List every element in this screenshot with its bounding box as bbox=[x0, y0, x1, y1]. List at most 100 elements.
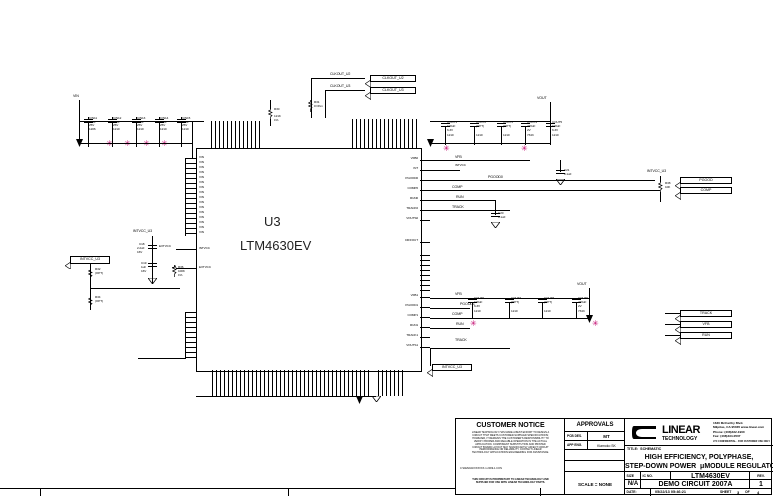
net-flag-intvcc-bottom[interactable]: INTVCC_U3 bbox=[426, 363, 472, 378]
cap-rating-cin15: 25V bbox=[182, 123, 188, 127]
net-flag-label: COMP bbox=[700, 187, 712, 192]
res-ref-r36: R36 bbox=[178, 265, 184, 269]
net-flag-track[interactable]: TRACK bbox=[674, 309, 732, 324]
cap-value-cout9: 470uF bbox=[578, 300, 587, 304]
cap-pkg-cout8: 1210 bbox=[544, 308, 551, 313]
wire-vin-down bbox=[192, 121, 193, 159]
ic-ref-designator: U3 bbox=[264, 214, 281, 229]
cap-pkg-cout7: 1210 bbox=[511, 308, 518, 313]
customer-notice-body: LINEAR TECHNOLOGY HAS MADE A BEST EFFORT… bbox=[471, 431, 550, 455]
res-ref-r32: R32 bbox=[95, 267, 101, 271]
wire-vout-top-gnd bbox=[430, 143, 550, 144]
net-flag-clkout-u2[interactable]: CLKOUT_U2 bbox=[364, 74, 416, 89]
net-flag-intvcc-left[interactable]: INTVCC_U3 bbox=[64, 256, 110, 270]
cap-value-cout8: (OPT) bbox=[544, 300, 552, 304]
wire-label-clkout-u3: CLKOUT_U3 bbox=[330, 84, 351, 88]
cap-ref-cout4: COUT4 bbox=[527, 120, 537, 124]
cap-pkg-cin15: 1210 bbox=[182, 126, 189, 131]
sheet-border-tick-3 bbox=[540, 488, 541, 496]
wire-label-clkout-u2: CLKOUT_U2 bbox=[330, 72, 351, 76]
pin-extvcc bbox=[176, 268, 196, 269]
wire-r30-top bbox=[270, 100, 271, 109]
net-flag-label: RUN bbox=[702, 332, 710, 337]
wire-run-ch1 bbox=[430, 328, 470, 329]
cap-value-c18: 2.2uF bbox=[137, 246, 145, 250]
cap-ref-c20: C20 bbox=[498, 211, 504, 215]
approvals-row0-value-cell: MT bbox=[588, 432, 625, 441]
wire-r30-bot bbox=[270, 119, 271, 126]
wire-vin-vertical bbox=[79, 100, 80, 144]
cap-ref-cin12: CIN12 bbox=[113, 116, 122, 120]
net-flag-label: VFB bbox=[702, 321, 710, 326]
net-flag-clkout-u3[interactable]: CLKOUT_U3 bbox=[364, 86, 416, 101]
wire-vin-bus bbox=[79, 121, 204, 122]
rev-value-cell: 1 bbox=[750, 480, 772, 489]
approvals-heading-cell: APPROVALS bbox=[565, 419, 625, 432]
wire-vout-bot-bus bbox=[460, 298, 589, 299]
cap-value-cin12: 22uF bbox=[113, 119, 120, 124]
wire-left-lower-rail bbox=[185, 312, 186, 358]
sheet-label: SHEET bbox=[720, 489, 732, 494]
size-label: SIZE bbox=[626, 473, 635, 478]
res-value-r34: (OPT) bbox=[95, 299, 103, 303]
cap-ref-cin13: CIN13 bbox=[137, 116, 146, 120]
pin-label-extvcc: EXTVCC bbox=[199, 265, 211, 269]
icno-label-cell: IC NO. bbox=[641, 472, 671, 480]
company-confidential: LTC CONFIDENTIAL - FOR CUSTOMER USE ONLY bbox=[713, 440, 771, 443]
cap-pkg-cin12: 1210 bbox=[113, 126, 120, 131]
sheet-border-tick-2 bbox=[288, 488, 289, 496]
company-name: LINEAR bbox=[662, 424, 700, 436]
resistor-r36 bbox=[172, 265, 177, 277]
cap-ref-cout7: COUT7 bbox=[511, 296, 521, 300]
net-flag-label: TRACK bbox=[699, 310, 713, 315]
wire-clk-vert2 bbox=[325, 90, 326, 118]
title-line-1: HIGH EFFICIENCY, POLYPHASE, bbox=[644, 454, 754, 461]
net-flag-label: PGOOD bbox=[699, 177, 713, 182]
rev-label: REV. bbox=[757, 473, 765, 478]
net-flag-pgood[interactable]: PGOOD bbox=[674, 176, 732, 191]
wire-left-lower-gnd bbox=[138, 358, 186, 359]
cap-rating-cin14: 25V bbox=[160, 123, 166, 127]
wire-track-ch1 bbox=[430, 348, 510, 349]
resistor-r38 bbox=[658, 181, 663, 193]
cap-rating-c19: 16V bbox=[141, 269, 147, 273]
sheet-value: 3 bbox=[737, 489, 740, 495]
net-flag-comp[interactable]: COMP bbox=[674, 186, 732, 201]
cap-ref-c21: C21 bbox=[564, 168, 570, 172]
net-flag-vfb[interactable]: VFB bbox=[674, 320, 732, 335]
wire-track-flag bbox=[665, 313, 685, 314]
customer-notice-footer: THIS CIRCUIT IS PROPRIETARY TO LINEAR TE… bbox=[472, 478, 549, 484]
gnd-symbol-bottom-2 bbox=[372, 396, 381, 402]
wire-gnd-input bbox=[79, 143, 192, 144]
cap-pkg-cin13: 1210 bbox=[137, 126, 144, 131]
cap-rating-cin13: 25V bbox=[137, 123, 143, 127]
approvals-row0-label: PCB DES. bbox=[567, 434, 583, 438]
sheet-border-bottom bbox=[0, 488, 455, 489]
resistor-r30 bbox=[268, 108, 273, 120]
ic-part-number: LTM4630EV bbox=[240, 238, 312, 253]
rev-label-cell: REV. bbox=[750, 472, 772, 480]
wire-clk-vert bbox=[311, 78, 312, 118]
cap-ref-cin11: CIN11 bbox=[89, 116, 98, 120]
cap-ref-cin14: CIN14 bbox=[160, 116, 169, 120]
size-value: N/A bbox=[627, 481, 639, 487]
part-number: LTM4630EV bbox=[691, 472, 730, 480]
gnd-symbol-c21 bbox=[556, 179, 565, 185]
res-ref-r34: R34 bbox=[95, 295, 101, 299]
wire-label-pgood-ch0: PGOOD0 bbox=[488, 175, 503, 179]
approvals-row1-value-cell: Kiamoko SK bbox=[588, 441, 625, 450]
gnd-arrow-vout-bot bbox=[586, 315, 593, 323]
cap-value-cout5: 100uF bbox=[552, 124, 561, 128]
res-value-r30: 121K bbox=[274, 114, 281, 118]
cap-value-cout4: 470uF bbox=[527, 124, 536, 128]
part-number-cell: LTM4630EV bbox=[671, 472, 750, 480]
cap-ref-cout6: COUT6 bbox=[474, 296, 484, 300]
approvals-row0-label-cell: PCB DES. bbox=[565, 432, 588, 441]
cap-value-c21: 0.1uF bbox=[564, 172, 572, 176]
net-flag-run[interactable]: RUN bbox=[674, 331, 732, 346]
wire-label-comp-ch0: COMP bbox=[452, 185, 463, 189]
demo-circuit: DEMO CIRCUIT 2007A bbox=[658, 480, 733, 488]
net-label-vin: VIN bbox=[73, 94, 79, 98]
cap-pkg-cout6: 1210 bbox=[474, 308, 481, 313]
sheet-border-tick-4 bbox=[650, 488, 651, 496]
